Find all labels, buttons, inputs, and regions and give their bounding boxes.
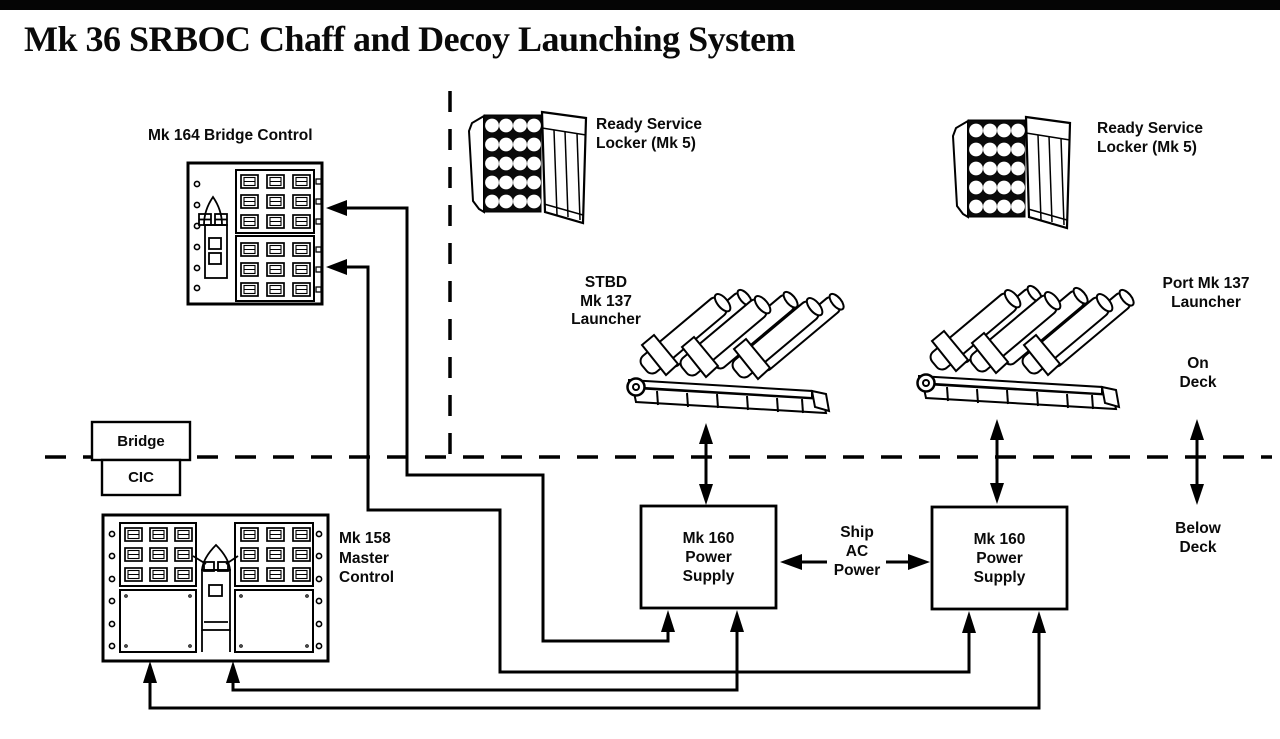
power-supply-right-box: [930, 505, 1069, 611]
stbd-launcher-label-line1: STBD: [584, 274, 628, 291]
mk158-right-power-cable: [143, 611, 1046, 710]
locker-left-label: Ready Service Locker (Mk 5): [596, 116, 702, 153]
mk164-label: Mk 164 Bridge Control: [148, 127, 313, 144]
arrowhead-into-mk158-left: [143, 661, 157, 683]
bridge-zone-box: [90, 420, 192, 462]
arrowhead-into-left-power: [730, 610, 744, 632]
ship-ac-power-line3: Power: [833, 562, 881, 579]
stbd-launcher-label-line3: Launcher: [571, 311, 641, 328]
mk158-label-line3: Control: [339, 569, 395, 586]
mk158-label-line2: Master: [339, 549, 389, 567]
arrowhead-into-mk164-upper: [326, 200, 347, 216]
port-launcher-drawing: [916, 282, 1138, 411]
power-supply-left-box: [639, 504, 778, 610]
arrowhead-into-right-power: [1032, 611, 1046, 633]
locker-right-label-line2: Locker (Mk 5): [1097, 138, 1197, 156]
port-launcher-power-arrow: [990, 419, 1004, 504]
arrowhead-into-right-power: [962, 611, 976, 633]
ship-ac-left-arrow: [780, 554, 827, 570]
power-supply-right-line2: Power: [976, 549, 1023, 567]
stbd-launcher-power-arrow: [699, 423, 713, 505]
stbd-launcher-label: STBD Mk 137 Launcher: [550, 274, 662, 330]
cic-zone-label: CIC: [128, 469, 154, 486]
ship-ac-power-line1: Ship: [840, 524, 874, 541]
deck-level-arrow: [1190, 419, 1204, 505]
below-deck-label-line2: Deck: [1179, 538, 1217, 556]
locker-left-label-line2: Locker (Mk 5): [596, 134, 696, 152]
arrowhead-into-mk164-lower: [326, 259, 347, 275]
page-title: Mk 36 SRBOC Chaff and Decoy Launching Sy…: [24, 19, 796, 59]
ready-service-locker-right-drawing: [951, 115, 1072, 230]
power-supply-left-label: Mk 160 Power Supply: [641, 506, 776, 608]
power-supply-right-line1: Mk 160: [973, 530, 1026, 548]
power-supply-right-line3: Supply: [973, 568, 1026, 586]
locker-right-label: Ready Service Locker (Mk 5): [1097, 120, 1203, 157]
ship-ac-power-label: Ship AC Power: [826, 523, 888, 580]
power-supply-left-line2: Power: [685, 548, 732, 566]
bridge-zone-label: Bridge: [117, 432, 165, 450]
mk158-left-power-cable: [226, 610, 744, 692]
locker-left-label-line1: Ready Service: [596, 116, 702, 133]
power-supply-left-line1: Mk 160: [682, 529, 735, 547]
mk158-label: Mk 158 Master Control: [339, 529, 394, 588]
mk164-left-power-cable: [326, 200, 675, 643]
cic-zone-box: [100, 458, 182, 497]
mk158-label-line1: Mk 158: [339, 530, 391, 547]
on-deck-label-line1: On: [1187, 355, 1209, 372]
below-deck-label-line1: Below: [1175, 520, 1221, 537]
mk164-right-power-cable: [326, 259, 976, 674]
arrowhead-into-left-power: [661, 610, 675, 632]
locker-right-label-line1: Ready Service: [1097, 120, 1203, 137]
port-launcher-label: Port Mk 137 Launcher: [1146, 275, 1266, 312]
below-deck-label: Below Deck: [1162, 520, 1234, 557]
page-edge-bar: [0, 0, 1280, 10]
on-deck-label: On Deck: [1167, 355, 1229, 392]
power-supply-right-label: Mk 160 Power Supply: [932, 507, 1067, 609]
port-launcher-label-line2: Launcher: [1171, 293, 1241, 311]
stbd-launcher-label-line2: Mk 137: [580, 292, 632, 310]
on-deck-label-line2: Deck: [1179, 373, 1217, 391]
ready-service-locker-left-drawing: [467, 110, 588, 225]
port-launcher-label-line1: Port Mk 137: [1162, 275, 1250, 292]
power-supply-left-line3: Supply: [682, 567, 735, 585]
ship-ac-right-arrow: [886, 554, 930, 570]
arrowhead-into-mk158-right: [226, 661, 240, 683]
ship-ac-power-line2: AC: [845, 543, 869, 560]
